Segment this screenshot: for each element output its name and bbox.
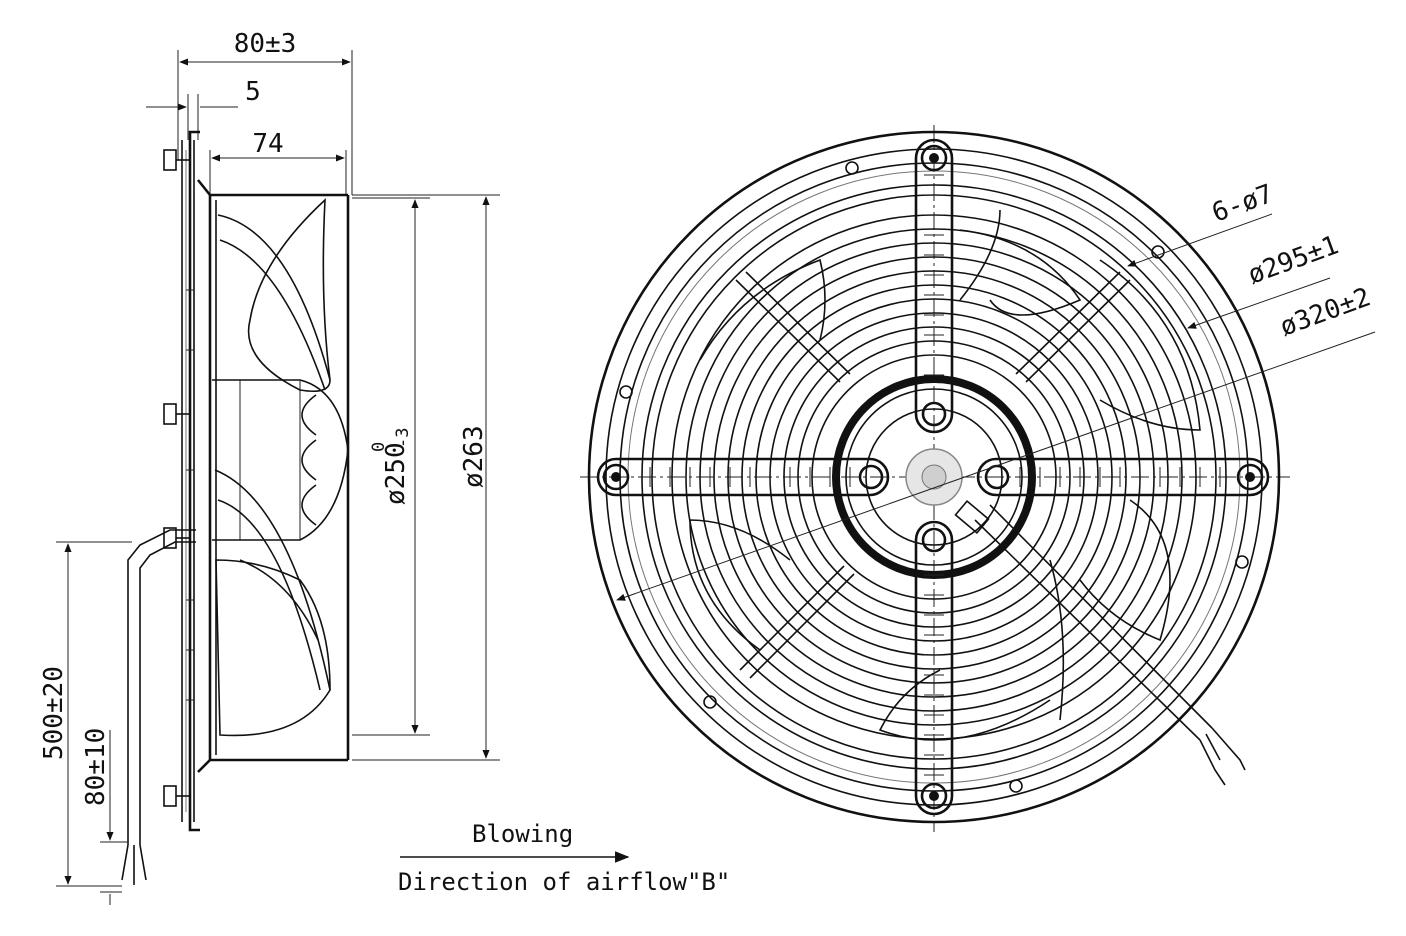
dim-blade-dia-label: ø250: [381, 442, 411, 505]
holes-label: 6-ø7: [1208, 179, 1277, 229]
cable-exit: [954, 499, 1246, 786]
side-view-dimensions: ø250 0 -3 ø263 500±20 80±10: [39, 194, 500, 905]
airflow-indicator: Blowing Direction of airflow"B": [398, 820, 730, 896]
fan-blades: [689, 209, 1201, 741]
front-view: [580, 125, 1376, 832]
dim-width-label: 80±3: [234, 29, 297, 59]
hole-circle-label: ø295±1: [1244, 230, 1343, 290]
dim-strip-length-label: 80±10: [81, 728, 111, 806]
dim-housing-dia-label: ø263: [459, 425, 489, 488]
side-view: 80±3 5 74: [121, 29, 353, 885]
diagonal-struts: [735, 271, 1131, 679]
dim-body-label: 74: [252, 129, 283, 159]
dim-cable-length-label: 500±20: [39, 666, 69, 760]
support-bars: [596, 138, 1270, 816]
blowing-label: Blowing: [472, 820, 573, 848]
airflow-direction-label: Direction of airflow"B": [398, 868, 730, 896]
dim-blade-tol-upper: 0: [369, 442, 389, 452]
dim-blade-tol-lower: -3: [393, 428, 413, 448]
bolt-icons: [602, 144, 1264, 810]
dim-flange-label: 5: [245, 77, 261, 107]
mounting-holes: [619, 161, 1249, 793]
outer-flange-circle: [587, 130, 1281, 824]
